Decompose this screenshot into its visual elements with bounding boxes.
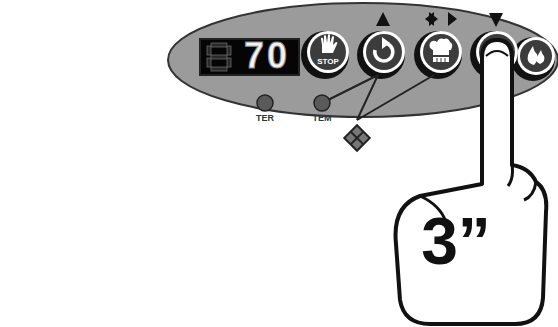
keypad-key [358,133,368,143]
button-face [520,40,552,72]
led-label: TER [256,114,274,123]
wire-line [357,75,434,120]
ghost-segment [207,58,211,67]
keypad-key [352,127,362,137]
ghost-segment [227,58,231,67]
chef-hat-band [433,57,449,62]
display-value: 70 [244,37,290,75]
button-ring [307,31,349,73]
wire-line [328,75,378,100]
button-ring [517,37,555,75]
button-face [366,34,402,70]
keypad-body [343,124,371,152]
button-ring [363,31,405,73]
down-arrow [489,13,503,27]
ghost-segment [211,55,227,59]
keypad-key [352,139,362,149]
left-arrow-head [425,12,434,26]
button-shadow [301,31,349,79]
finger-nail [486,51,508,56]
knuckle-line [508,165,513,186]
button-shadow [357,31,405,79]
rotate-arrowhead [382,37,390,49]
stop-hand-icon [321,34,337,53]
up-arrow [376,12,390,26]
ter-led [257,95,273,111]
chef-hat-line [437,58,438,62]
hold-time: 3” [421,208,491,274]
tem-led [314,95,330,111]
keypad-key [346,133,356,143]
chef-hat-line [445,58,446,62]
rotate-button [357,31,405,79]
keypad-icon [343,124,371,152]
chef-hat-icon [429,38,452,55]
right-arrow [448,12,457,26]
button-label: STOP [304,57,352,66]
flame-icon [528,46,538,65]
ghost-segment [211,43,227,47]
ghost-segment [211,67,227,71]
button-shadow [414,31,462,79]
ghost-segment [207,46,211,55]
ghost-segment [227,46,231,55]
button-outline [304,28,352,76]
chef-hat-line [441,58,442,62]
button-ring [420,31,462,73]
chef-button [414,31,462,79]
flame-icon [536,50,544,64]
led-display: 70 [199,38,300,76]
knuckle-line [524,182,536,200]
stop-button: STOP [304,28,352,76]
pointing-hand [396,40,547,324]
button-face [423,34,459,70]
led-label: TEM [313,114,332,123]
